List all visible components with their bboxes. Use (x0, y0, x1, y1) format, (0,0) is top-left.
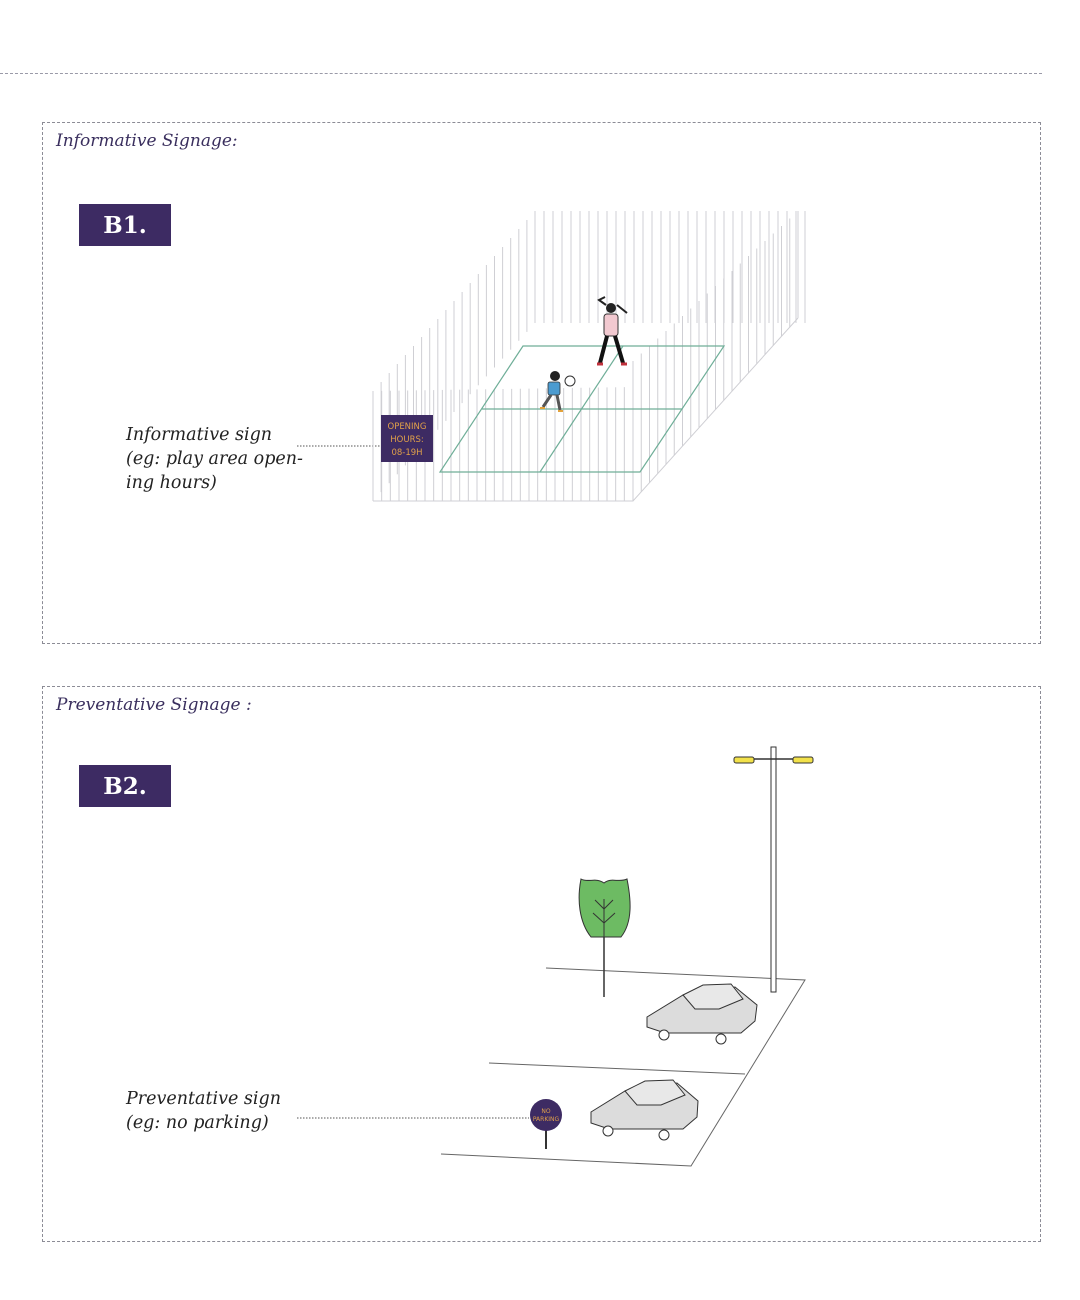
play-court-illustration: OPENING HOURS: 08-19H (297, 211, 806, 502)
panel-title: Informative Signage: (56, 131, 238, 151)
callout-line: Preventative sign (126, 1089, 281, 1109)
car-icon (590, 1079, 699, 1141)
player-adult-icon (597, 296, 628, 366)
sign-line: NO (541, 1108, 550, 1115)
player-child-icon (540, 371, 576, 412)
no-parking-sign: NO PARKING (530, 1099, 562, 1149)
badge-b2: B2. (79, 765, 171, 807)
panel-title: Preventative Signage : (56, 695, 252, 715)
panel-informative-signage: Informative Signage: B1. Informative sig… (42, 122, 1041, 644)
car-icon (646, 983, 758, 1045)
panel-preventative-signage: Preventative Signage : B2. Preventative … (42, 686, 1041, 1242)
callout-line: ing hours) (126, 473, 217, 493)
top-dashed-rule (0, 73, 1042, 74)
callout-line: Informative sign (126, 425, 273, 445)
opening-hours-sign: OPENING HOURS: 08-19H (381, 415, 433, 462)
parking-lot-lines (440, 967, 806, 1167)
sign-line: OPENING (388, 422, 427, 432)
sign-line: PARKING (533, 1116, 560, 1123)
sign-line: 08-19H (391, 448, 422, 458)
callout-preventative-sign: Preventative sign (eg: no parking) (126, 1087, 286, 1135)
callout-line: (eg: play area open- (126, 449, 303, 469)
sign-line: HOURS: (390, 435, 423, 445)
court-lines (438, 345, 726, 473)
badge-b1: B1. (79, 204, 171, 246)
fence (372, 211, 806, 502)
callout-informative-sign: Informative sign (eg: play area open- in… (126, 423, 303, 495)
callout-line: (eg: no parking) (126, 1113, 269, 1133)
street-lamp-icon (733, 746, 814, 993)
tree-icon (578, 878, 631, 997)
parking-illustration: NO PARKING (297, 746, 814, 1167)
